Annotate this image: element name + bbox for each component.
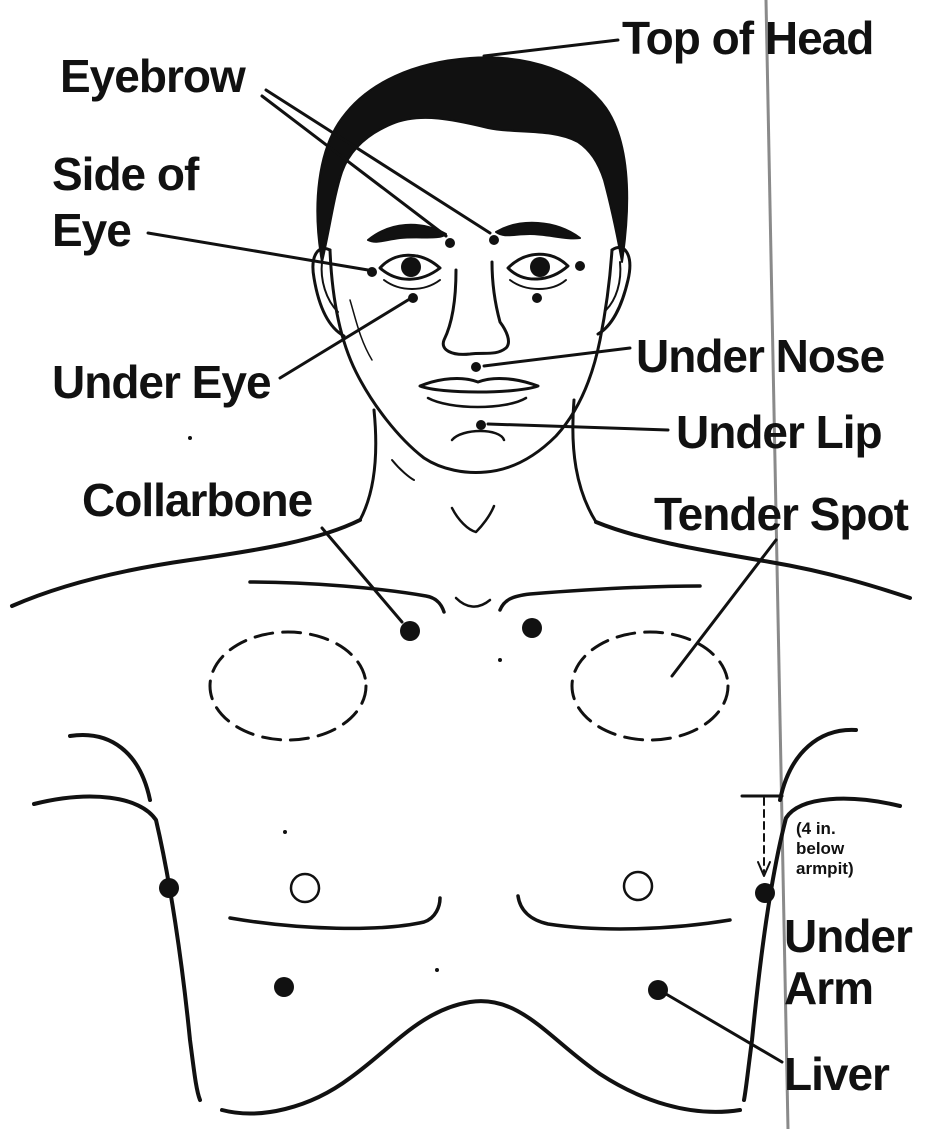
collarbone-point-left <box>400 621 420 641</box>
collarbone-point-right <box>522 618 542 638</box>
under-nose-leader <box>484 348 630 366</box>
right-nipple <box>624 872 652 900</box>
upper-lip <box>420 379 538 392</box>
right-eyebrow <box>496 223 580 239</box>
under-arm-point-left <box>159 878 179 898</box>
under-eye-leader <box>280 300 408 378</box>
right-arm-outer <box>780 730 856 800</box>
label-armpit-note-line1: (4 in. <box>796 819 836 838</box>
under-nose-point <box>471 362 481 372</box>
side-of-eye-leader <box>148 233 368 270</box>
right-collarbone <box>500 586 700 610</box>
side-of-eye-point-left <box>367 267 377 277</box>
side-of-eye-point-right <box>575 261 585 271</box>
left-arm-outer <box>70 735 150 800</box>
face-outline <box>330 250 612 472</box>
label-liver: Liver <box>784 1048 890 1100</box>
left-nipple <box>291 874 319 902</box>
label-under-lip: Under Lip <box>676 406 882 458</box>
left-shoulder <box>12 520 360 606</box>
under-eye-point-right <box>532 293 542 303</box>
tender-spot-leader <box>672 540 776 676</box>
eyebrow-point-left <box>445 238 455 248</box>
liver-point-right <box>648 980 668 1000</box>
left-collarbone <box>250 582 444 612</box>
labels: Top of Head Eyebrow Side of Eye Under Ey… <box>52 12 913 1100</box>
label-under-nose: Under Nose <box>636 330 885 382</box>
label-tender-spot: Tender Spot <box>654 488 909 540</box>
collarbone-leader <box>322 528 402 622</box>
lower-torso <box>222 1001 740 1113</box>
left-pec <box>230 898 440 928</box>
under-arm-point-right <box>755 883 775 903</box>
label-under-arm-line2: Arm <box>784 962 873 1014</box>
right-tender-area <box>572 632 728 740</box>
under-lip-point <box>476 420 486 430</box>
hair <box>317 57 627 262</box>
liver-leader <box>666 994 782 1062</box>
under-eye-point-left <box>408 293 418 303</box>
liver-point-left <box>274 977 294 997</box>
neck-left <box>360 410 376 520</box>
label-eyebrow: Eyebrow <box>60 50 246 102</box>
top-of-head-leader <box>484 40 618 56</box>
nose <box>443 262 508 354</box>
label-side-of-eye-line2: Eye <box>52 204 131 256</box>
label-under-eye: Under Eye <box>52 356 271 408</box>
label-armpit-note-line3: armpit) <box>796 859 854 878</box>
neck-right <box>573 400 596 522</box>
label-top-of-head: Top of Head <box>622 12 873 64</box>
eyebrow-point-right <box>489 235 499 245</box>
label-side-of-eye-line1: Side of <box>52 148 200 200</box>
left-tender-area <box>210 632 366 740</box>
right-pec <box>518 896 730 929</box>
label-collarbone: Collarbone <box>82 474 313 526</box>
lower-lip <box>428 398 526 407</box>
label-under-arm-line1: Under <box>784 910 913 962</box>
under-lip-leader <box>488 424 668 430</box>
left-arm-inner <box>34 797 200 1100</box>
label-armpit-note-line2: below <box>796 839 845 858</box>
